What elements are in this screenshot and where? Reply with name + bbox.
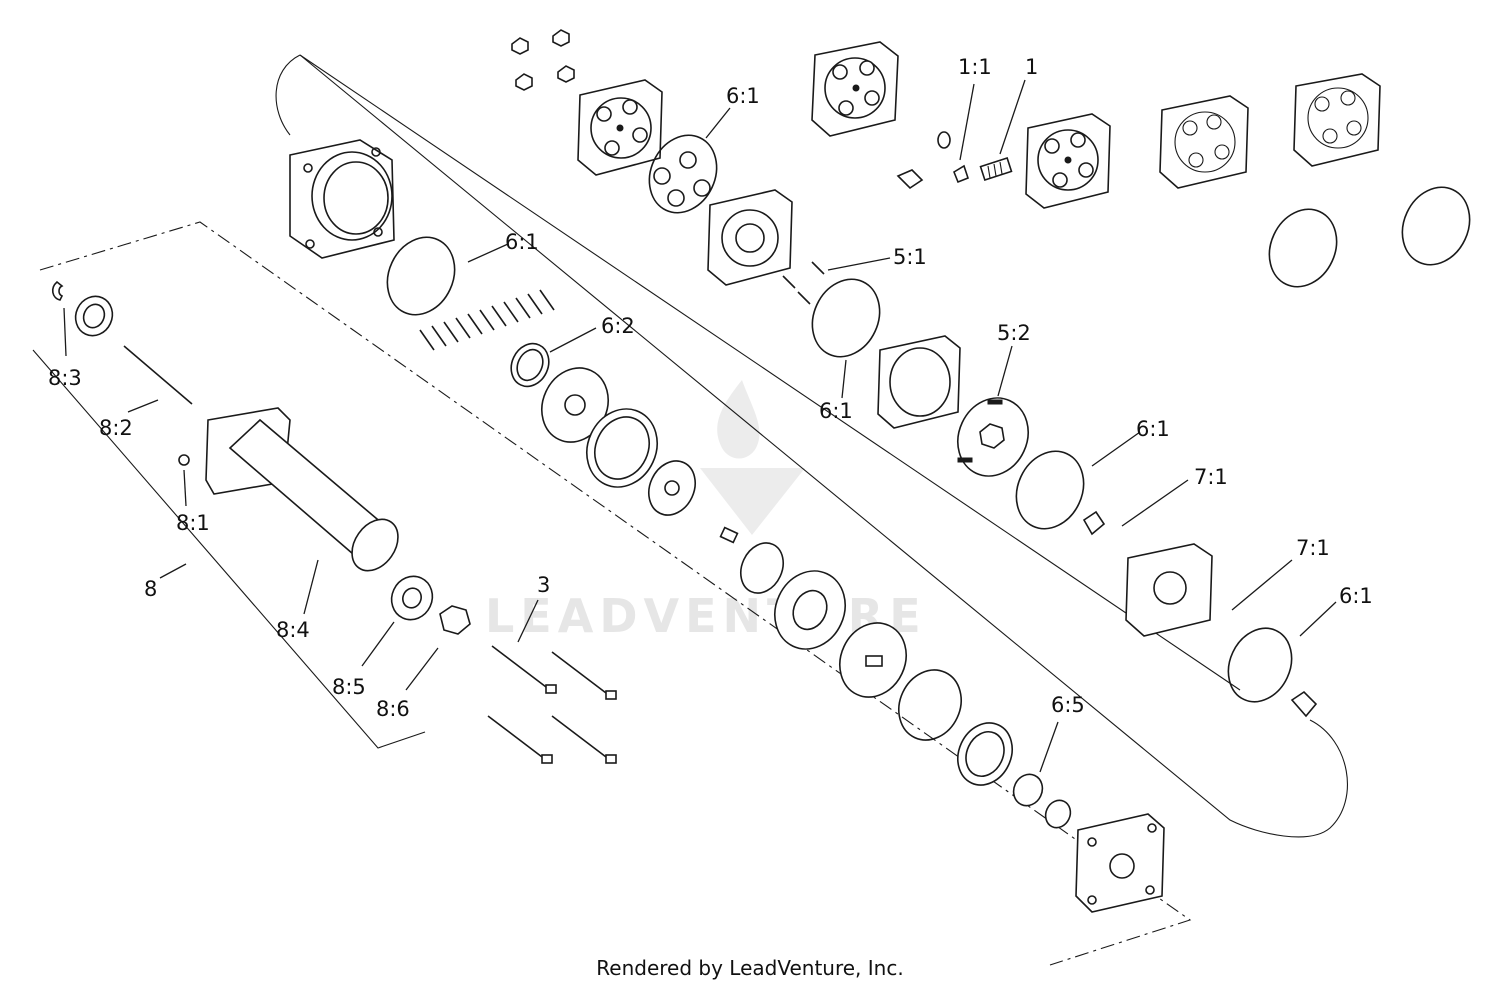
callout-7-1-b: 7:1: [1296, 536, 1330, 560]
valve-plate-a: [577, 79, 663, 176]
valve-plate-d: [1159, 95, 1249, 189]
commutator-plate: [707, 189, 793, 286]
shaft-assembly: [51, 280, 471, 635]
o-rings: [386, 134, 1471, 703]
watermark-flame-icon: [717, 380, 760, 459]
watermark: LEADVENTURE: [485, 380, 927, 643]
callout-8-2: 8:2: [99, 416, 133, 440]
callout-8-5: 8:5: [332, 675, 366, 699]
spacer-plate: [877, 335, 961, 429]
callout-8-6: 8:6: [376, 697, 410, 721]
end-cover: [1075, 813, 1165, 913]
leader-lines: [63, 79, 1337, 773]
callout-7-1-a: 7:1: [1194, 465, 1228, 489]
footer-credit: Rendered by LeadVenture, Inc.: [596, 956, 903, 980]
callout-6-1-b: 6:1: [505, 230, 539, 254]
assembly-guides: [32, 54, 1348, 966]
hex-nuts: [511, 29, 575, 91]
port-plate: [1082, 510, 1318, 718]
callout-6-1-e: 6:1: [1339, 584, 1373, 608]
tie-bolts: [487, 645, 617, 764]
callout-6-5: 6:5: [1051, 693, 1085, 717]
callout-6-1-a: 6:1: [726, 84, 760, 108]
seal-ring: [510, 342, 550, 388]
callout-6-2: 6:2: [601, 314, 635, 338]
callout-6-1-c: 6:1: [819, 399, 853, 423]
housing: [289, 139, 395, 259]
callout-8-4: 8:4: [276, 618, 310, 642]
callout-1: 1: [1025, 55, 1038, 79]
gear-stack: [541, 367, 1072, 829]
callout-5-1: 5:1: [893, 245, 927, 269]
callout-1-1: 1:1: [958, 55, 992, 79]
watermark-v-icon: [700, 468, 805, 535]
dowel-pins: [419, 261, 825, 351]
callout-5-2: 5:2: [997, 321, 1031, 345]
callout-3: 3: [537, 573, 550, 597]
valve-plate-e: [1293, 73, 1381, 167]
watermark-brand: LEADVENTURE: [485, 589, 927, 643]
valve-plate-c: [1025, 113, 1111, 209]
callout-8-1: 8:1: [176, 511, 210, 535]
balance-ring: [957, 397, 1029, 477]
valve-plate-b: [811, 41, 899, 137]
callout-8: 8: [144, 577, 157, 601]
callout-labels: 1 1:1 3 5:1 5:2 6:1 6:1 6:2 6:1 6:1 7:1 …: [48, 55, 1373, 721]
callout-8-3: 8:3: [48, 366, 82, 390]
callout-6-1-d: 6:1: [1136, 417, 1170, 441]
relief-valve-parts: [896, 131, 1013, 190]
